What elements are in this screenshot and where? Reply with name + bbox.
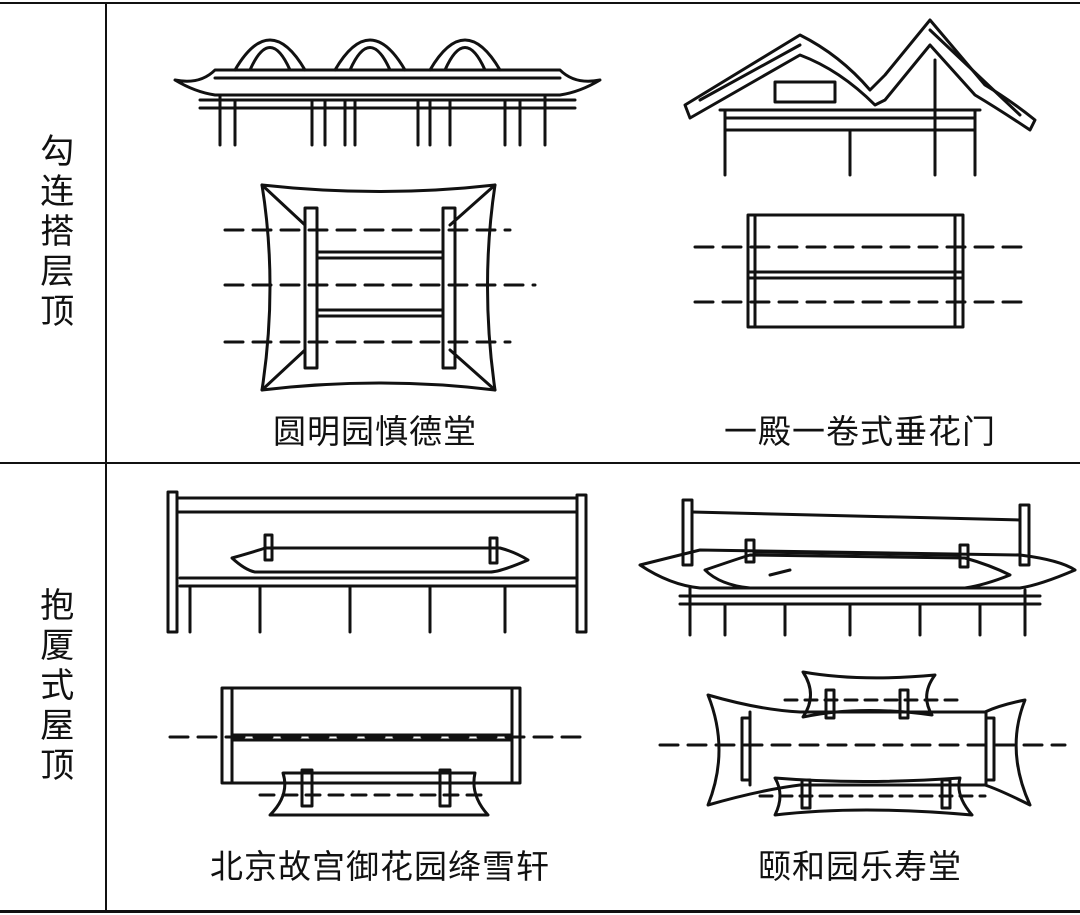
front-porch-roof-plan	[170, 688, 580, 815]
label-column-divider	[105, 2, 107, 913]
caption-jiangxuexuan: 北京故宫御花园绛雪轩	[210, 847, 550, 886]
row-label-text: 勾连搭层顶	[33, 133, 74, 333]
caption-chuihuamen: 一殿一卷式垂花门	[724, 412, 996, 451]
triple-ridge-roof-plan	[225, 185, 535, 390]
triple-ridge-roof-elevation	[175, 40, 600, 145]
cross-porch-roof-elevation	[640, 500, 1075, 635]
row-label-text: 抱厦式屋顶	[33, 587, 74, 787]
row-label-baosha: 抱厦式屋顶	[0, 464, 106, 910]
cross-porch-roof-plan	[660, 672, 1065, 815]
caption-leshoutang: 颐和园乐寿堂	[758, 847, 962, 886]
double-roof-gate-elevation	[685, 20, 1035, 175]
middle-rule	[0, 462, 1080, 464]
caption-shendetang: 圆明园慎德堂	[273, 412, 477, 451]
top-rule	[0, 2, 1080, 4]
bottom-rule	[0, 910, 1080, 913]
row-label-gouliandai: 勾连搭层顶	[0, 4, 106, 462]
front-porch-roof-elevation	[168, 492, 586, 632]
double-roof-gate-plan	[695, 215, 1025, 327]
